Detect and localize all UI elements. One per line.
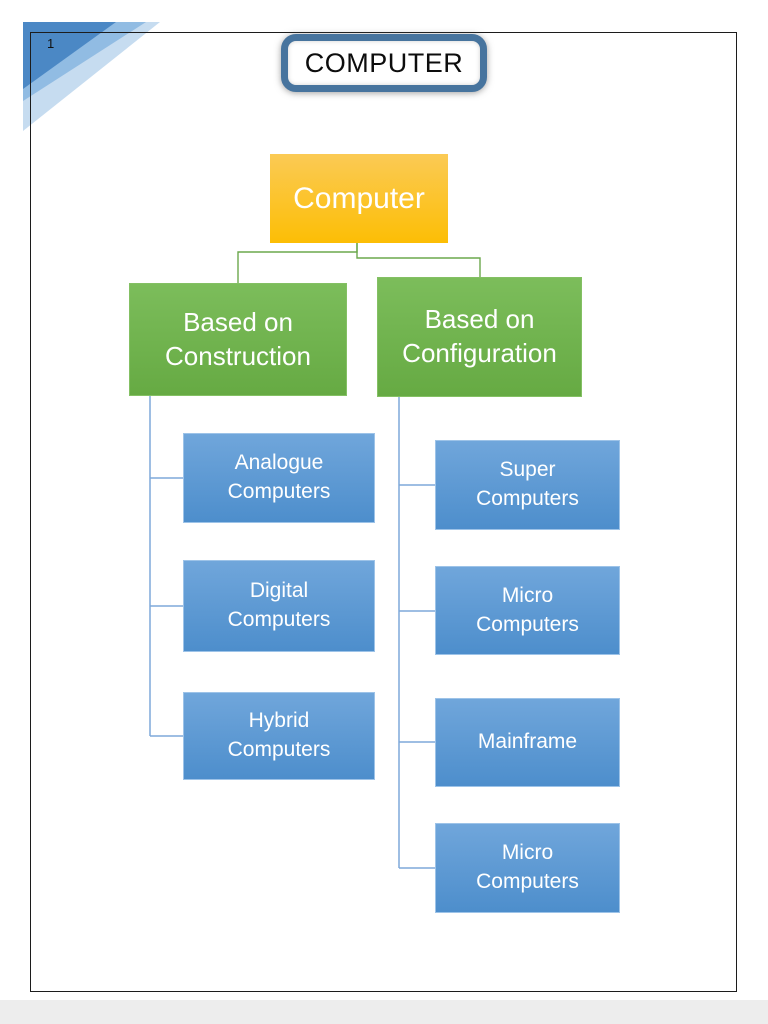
page-title-badge: COMPUTER <box>281 34 487 92</box>
corner-triangles-decoration <box>23 22 160 131</box>
node-analogue-computers-label: Analogue Computers <box>227 451 331 503</box>
page-title-text: COMPUTER <box>304 47 464 78</box>
node-analogue-computers: Analogue Computers <box>183 433 375 523</box>
node-digital-computers: Digital Computers <box>183 560 375 652</box>
node-super-computers-label: Super Computers <box>476 458 579 510</box>
node-digital-computers-label: Digital Computers <box>227 579 331 631</box>
node-based-on-construction: Based on Construction <box>129 283 347 396</box>
node-super-computers: Super Computers <box>435 440 620 530</box>
node-mainframe: Mainframe <box>435 698 620 787</box>
node-based-on-configuration-label: Based on Configuration <box>402 304 557 368</box>
connector-root-to-configuration <box>356 243 481 277</box>
node-micro-computers-2: Micro Computers <box>435 823 620 913</box>
page-number: 1 <box>47 36 55 51</box>
node-micro-computers-1: Micro Computers <box>435 566 620 655</box>
node-based-on-configuration: Based on Configuration <box>377 277 582 397</box>
connector-root-to-construction <box>237 243 358 283</box>
node-computer-root: Computer <box>270 154 448 243</box>
node-mainframe-label: Mainframe <box>477 730 578 754</box>
corner-triangle-dark <box>23 22 116 89</box>
node-hybrid-computers-label: Hybrid Computers <box>227 709 331 761</box>
node-computer-root-label: Computer <box>293 181 425 215</box>
node-micro-computers-2-label: Micro Computers <box>476 841 579 893</box>
node-based-on-construction-label: Based on Construction <box>165 306 311 371</box>
node-micro-computers-1-label: Micro Computers <box>476 583 579 636</box>
node-hybrid-computers: Hybrid Computers <box>183 692 375 780</box>
page-bottom-gap <box>0 1000 768 1024</box>
